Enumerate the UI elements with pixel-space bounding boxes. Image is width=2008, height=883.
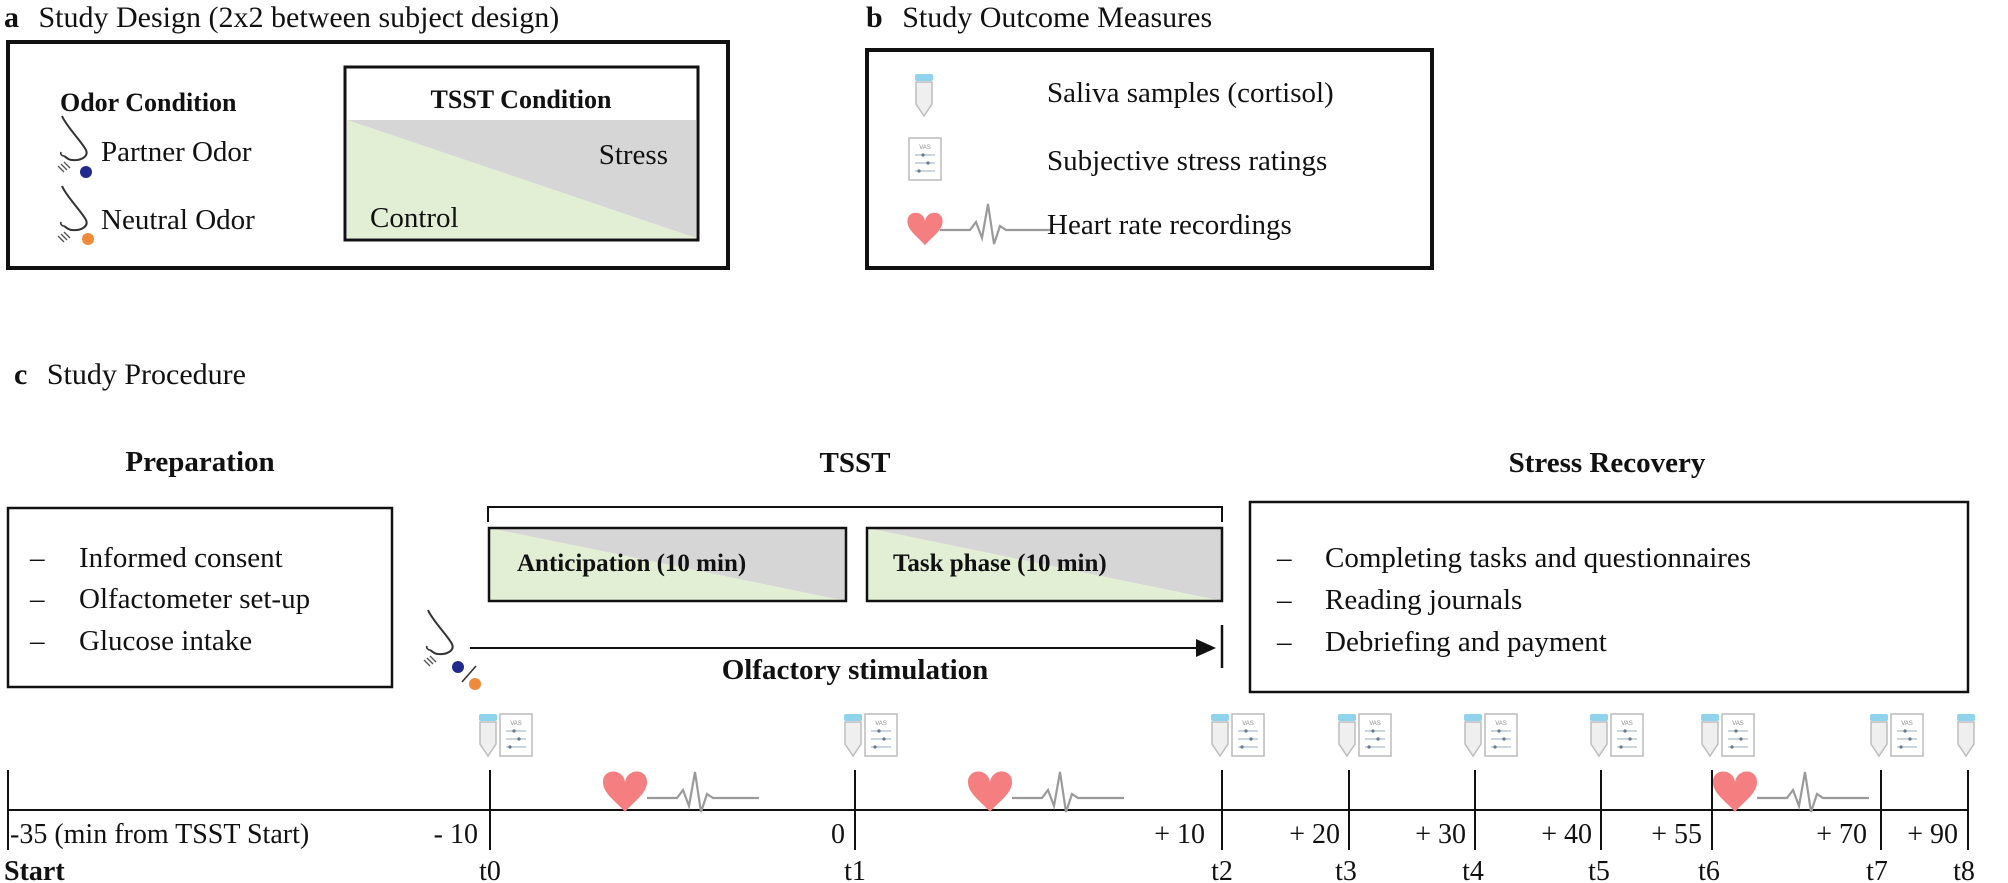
timeline-label-t8: t8	[1953, 856, 1975, 883]
task-phase-label: Task phase (10 min)	[893, 550, 1107, 577]
heart-rate-icon	[907, 202, 1054, 246]
prep-dash: –	[29, 625, 45, 657]
timeline-label-t4: t4	[1462, 856, 1484, 883]
measurement-icons	[478, 713, 1976, 814]
rating-sheet-icon	[1890, 713, 1924, 757]
rating-sheet-icon	[908, 137, 942, 181]
saliva-tube-icon	[1589, 713, 1609, 757]
rating-sheet-icon	[864, 713, 898, 757]
saliva-tube-icon	[1956, 713, 1976, 757]
panel-b-title-text: Study Outcome Measures	[902, 1, 1212, 34]
rating-sheet-icon	[1358, 713, 1392, 757]
panel-b-box	[865, 48, 1434, 270]
rating-sheet-icon	[1484, 713, 1518, 757]
timeline-label-t5: t5	[1588, 856, 1610, 883]
prep-item: Informed consent	[79, 542, 283, 574]
prep-dash: –	[29, 542, 45, 574]
timeline-time-t8: + 90	[1907, 819, 1958, 850]
saliva-tube-icon	[1869, 713, 1889, 757]
anticipation-box: Anticipation (10 min)	[487, 526, 848, 603]
recovery-box	[1248, 500, 1970, 694]
recovery-item: Debriefing and payment	[1325, 626, 1607, 658]
partner-odor-label: Partner Odor	[101, 136, 252, 168]
timeline-time-t7: + 70	[1816, 819, 1867, 850]
olfactory-label: Olfactory stimulation	[722, 654, 989, 686]
timeline-label-t3: t3	[1335, 856, 1357, 883]
timeline-time-t2: + 10	[1154, 819, 1205, 850]
recovery-list: – Completing tasks and questionnaires – …	[1276, 542, 1751, 658]
timeline-label-t1: t1	[844, 856, 866, 883]
rating-sheet-icon	[1610, 713, 1644, 757]
saliva-tube-icon	[914, 73, 934, 117]
prep-item: Glucose intake	[79, 625, 252, 657]
timeline-label-t2: t2	[1211, 856, 1233, 883]
panel-c-title-text: Study Procedure	[47, 358, 246, 391]
heart-rate-label: Heart rate recordings	[1047, 209, 1292, 241]
recovery-dash: –	[1276, 626, 1292, 658]
panel-c-letter: c	[14, 358, 27, 391]
tsst-bracket	[487, 506, 1223, 522]
preparation-box	[6, 506, 394, 689]
rating-sheet-icon	[499, 713, 533, 757]
neutral-odor-label: Neutral Odor	[101, 204, 255, 236]
saliva-tube-icon	[1337, 713, 1357, 757]
stress-label: Stress	[599, 139, 668, 171]
saliva-label: Saliva samples (cortisol)	[1047, 77, 1334, 109]
saliva-tube-icon	[1700, 713, 1720, 757]
recovery-dash: –	[1276, 584, 1292, 616]
control-label: Control	[370, 202, 459, 234]
olfactory-arrowhead	[1196, 639, 1216, 657]
anticipation-label: Anticipation (10 min)	[517, 550, 746, 577]
panel-a-letter: a	[4, 1, 19, 34]
timeline-time-t1: 0	[831, 819, 845, 850]
rating-sheet-icon	[1721, 713, 1755, 757]
tsst-title: TSST	[820, 447, 891, 479]
tsst-condition-header: TSST Condition	[431, 85, 612, 114]
heart-rate-icon	[968, 770, 1126, 814]
timeline-start-offset: -35 (min from TSST Start)	[10, 819, 309, 850]
timeline-time-t3: + 20	[1289, 819, 1340, 850]
neutral-odor-dot	[82, 233, 94, 245]
panel-a-title: a Study Design (2x2 between subject desi…	[4, 1, 559, 34]
timeline-time-t0: - 10	[434, 819, 478, 850]
panel-c-title: c Study Procedure	[14, 358, 246, 391]
recovery-title: Stress Recovery	[1509, 447, 1706, 479]
preparation-list: – Informed consent – Olfactometer set-up…	[29, 542, 310, 657]
timeline-time-t6: + 55	[1651, 819, 1702, 850]
timeline-label-t0: t0	[479, 856, 501, 883]
partner-odor-dot	[80, 166, 92, 178]
partner-nose-icon	[57, 115, 92, 178]
saliva-tube-icon	[478, 713, 498, 757]
timeline-time-t5: + 40	[1541, 819, 1592, 850]
panel-a-box	[6, 40, 730, 270]
prep-dash: –	[29, 583, 45, 615]
panel-a-title-text: Study Design (2x2 between subject design…	[39, 1, 560, 34]
task-phase-box: Task phase (10 min)	[865, 526, 1224, 603]
panel-b-letter: b	[866, 1, 883, 34]
recovery-item: Completing tasks and questionnaires	[1325, 542, 1751, 574]
prep-item: Olfactometer set-up	[79, 583, 310, 615]
saliva-tube-icon	[1210, 713, 1230, 757]
odor-condition-header: Odor Condition	[60, 88, 237, 117]
neutral-nose-icon	[57, 185, 94, 245]
heart-rate-icon	[603, 770, 761, 814]
timeline-label-t6: t6	[1698, 856, 1720, 883]
stimulation-nose-icon	[423, 609, 481, 690]
timeline-label-t7: t7	[1866, 856, 1888, 883]
saliva-tube-icon	[843, 713, 863, 757]
timeline-time-t4: + 30	[1415, 819, 1466, 850]
preparation-title: Preparation	[125, 446, 274, 478]
rating-sheet-icon	[1231, 713, 1265, 757]
saliva-tube-icon	[1463, 713, 1483, 757]
control-region	[347, 120, 696, 238]
heart-rate-icon	[1713, 770, 1871, 814]
ratings-label: Subjective stress ratings	[1047, 145, 1327, 177]
recovery-dash: –	[1276, 542, 1292, 574]
timeline-start-label: Start	[4, 856, 65, 883]
panel-b-title: b Study Outcome Measures	[866, 1, 1212, 34]
recovery-item: Reading journals	[1325, 584, 1522, 616]
